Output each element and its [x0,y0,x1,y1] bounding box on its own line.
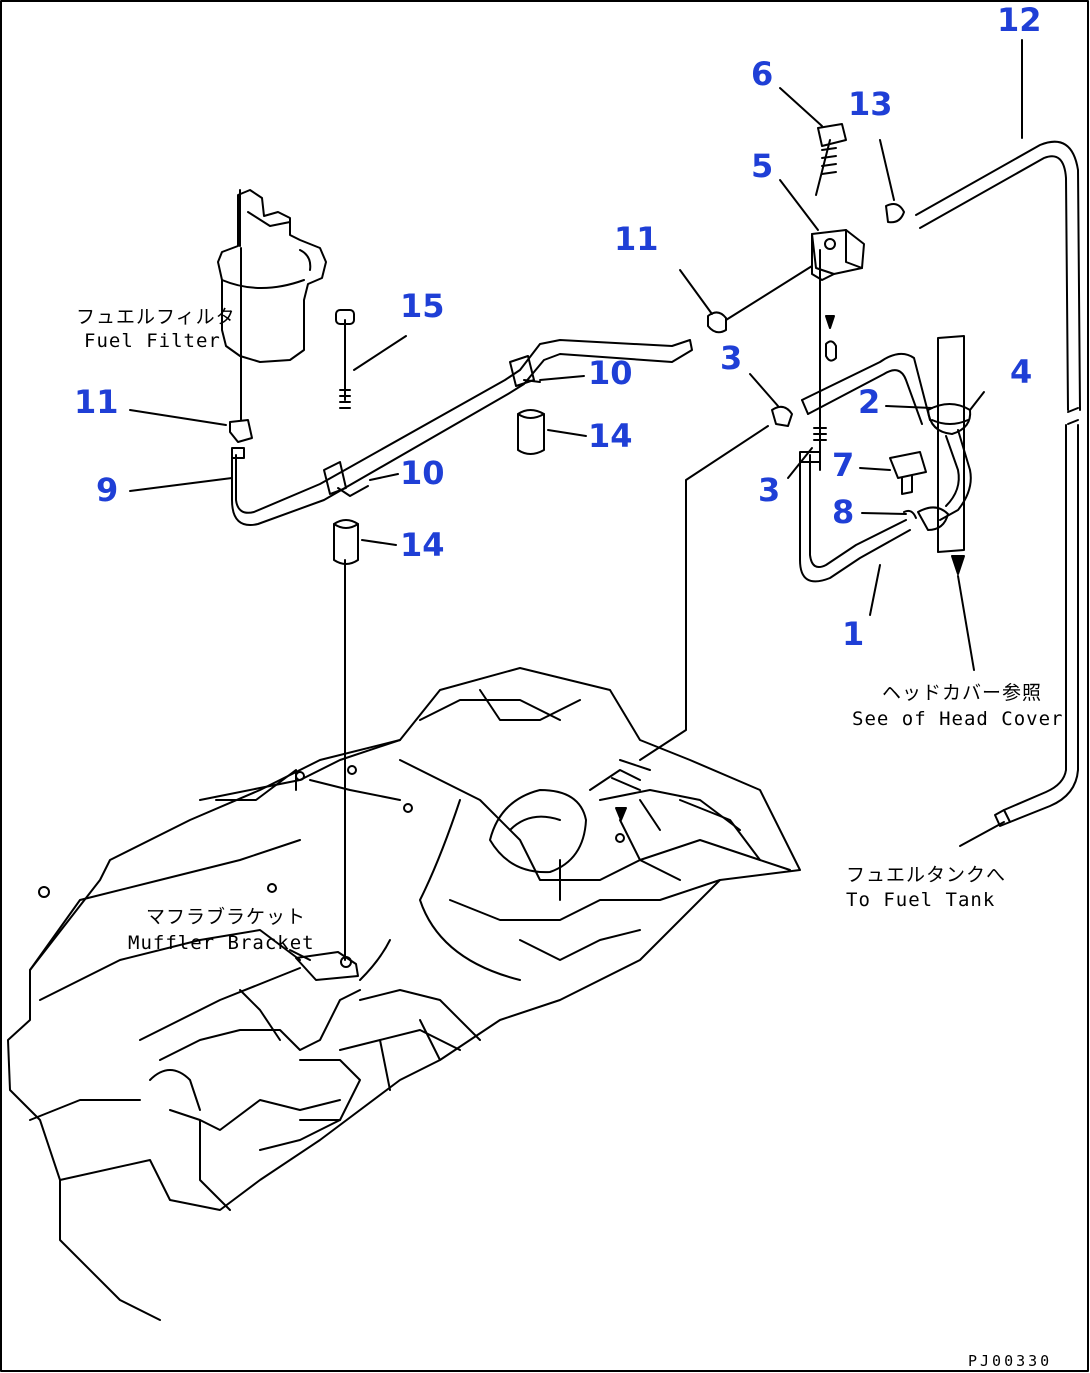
callout-6: 6 [751,55,774,93]
callout-8: 8 [832,493,855,531]
callout-1: 1 [842,615,865,653]
engine-block [7,667,801,1321]
pipe-9 [231,339,693,526]
callout-4: 4 [1010,353,1033,391]
callout-10-upper: 10 [588,354,633,392]
callout-14-lower: 14 [400,526,445,564]
callout-11-right: 11 [614,220,659,258]
callout-9: 9 [96,471,119,509]
callout-5: 5 [751,147,774,185]
callout-10-lower: 10 [400,454,445,492]
callout-7: 7 [832,446,855,484]
caption-fuel-filter-en: Fuel Filter [84,330,221,352]
callout-2: 2 [858,383,881,421]
callout-12: 12 [997,1,1042,39]
caption-muffler-en: Muffler Bracket [128,932,315,954]
callout-3-lower: 3 [758,471,781,509]
bracket-5 [811,229,865,281]
callout-13: 13 [848,85,893,123]
callout-14-upper: 14 [588,417,633,455]
caption-head-cover-en: See of Head Cover [852,708,1064,730]
caption-fuel-tank-jp: フュエルタンクへ [846,864,1007,886]
drawing-code: PJ00330 [968,1352,1053,1370]
caption-fuel-filter-jp: フュエルフィルタ [76,306,236,328]
caption-head-cover-jp: ヘッドカバー参照 [882,682,1043,704]
pipe-12 [915,140,1081,827]
callout-15: 15 [400,287,445,325]
caption-fuel-tank-en: To Fuel Tank [846,889,996,911]
callout-11-left: 11 [74,383,119,421]
caption-muffler-jp: マフラブラケット [146,906,307,928]
callout-3-upper: 3 [720,339,743,377]
pipe-1 [799,352,972,583]
fuel-filter-drawing [217,189,327,363]
